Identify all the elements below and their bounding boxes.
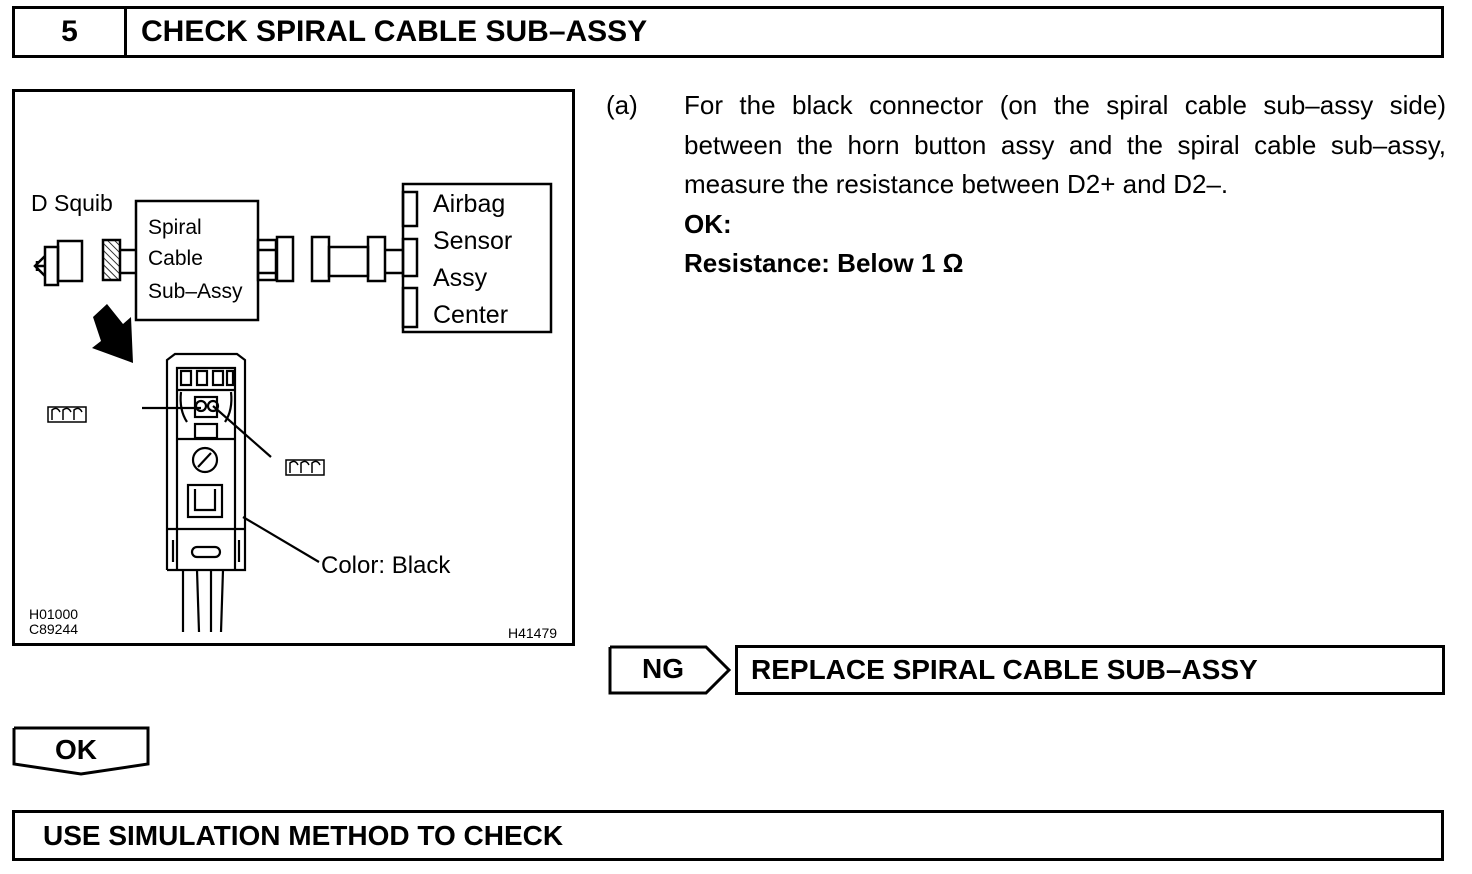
ok-tag: [12, 726, 150, 776]
sensor-terminals: [401, 190, 419, 329]
black-connector-icon: [142, 352, 320, 633]
step-number: 5: [15, 9, 127, 55]
sub-assy-label: Sub–Assy: [148, 280, 243, 303]
probe-terminal-icon: [47, 406, 87, 423]
ok-branch-label: OK: [55, 734, 97, 765]
ok-label: OK:: [684, 208, 732, 239]
squib-connector-icon: [33, 238, 136, 287]
wiring-illustration: D Squib Spiral Cable Sub–Assy: [12, 89, 575, 646]
arrow-icon: [92, 304, 133, 363]
airbag-label: Airbag: [433, 190, 505, 218]
final-step: USE SIMULATION METHOD TO CHECK: [12, 810, 1444, 861]
instruction-body: For the black connector (on the spiral c…: [684, 86, 1446, 284]
spiral-label: Spiral: [148, 216, 202, 239]
figure-code: C89244: [29, 621, 78, 637]
harness-connector-icon: [256, 235, 403, 283]
step-header: 5 CHECK SPIRAL CABLE SUB–ASSY: [12, 6, 1444, 58]
instruction-text: For the black connector (on the spiral c…: [684, 90, 1446, 199]
figure-code: H01000: [29, 606, 78, 622]
d-squib-label: D Squib: [31, 190, 113, 216]
sensor-label: Sensor: [433, 227, 512, 255]
ng-action: REPLACE SPIRAL CABLE SUB–ASSY: [735, 645, 1445, 695]
connector-diagram: D Squib Spiral Cable Sub–Assy: [29, 182, 557, 641]
probe-terminal-icon: [285, 459, 325, 476]
center-label: Center: [433, 301, 508, 329]
ng-label: NG: [642, 653, 684, 684]
cable-label: Cable: [148, 247, 203, 270]
assy-label: Assy: [433, 264, 488, 292]
instruction-letter: (a): [606, 90, 638, 120]
step-title: CHECK SPIRAL CABLE SUB–ASSY: [141, 15, 648, 48]
figure-code: H41479: [508, 625, 557, 641]
resistance-spec: Resistance: Below 1 Ω: [684, 248, 964, 278]
color-label: Color: Black: [321, 552, 451, 579]
ng-tag: [608, 645, 732, 695]
